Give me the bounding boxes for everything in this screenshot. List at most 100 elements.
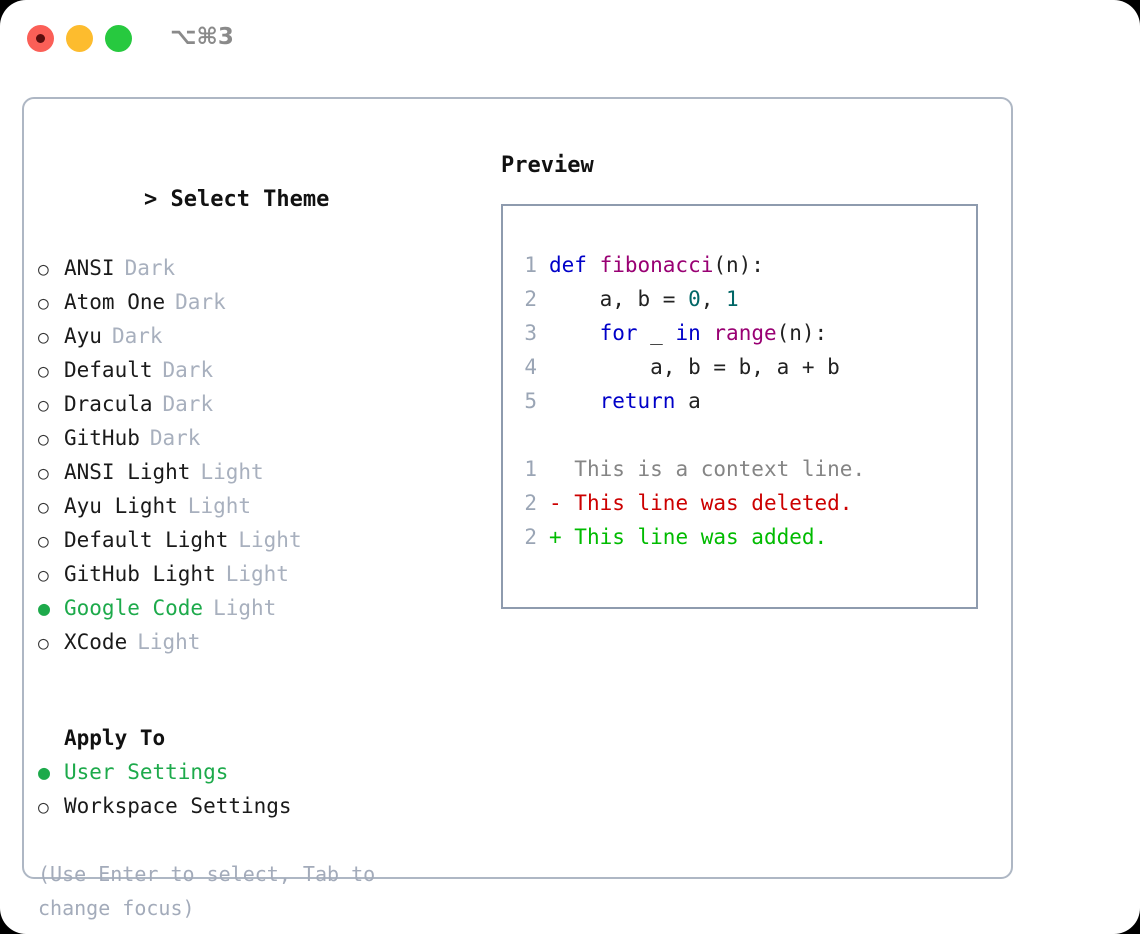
diff-line-text: This is a context line. — [574, 457, 866, 481]
code-token-num: 0 — [688, 287, 701, 311]
diff-line-del: 2- This line was deleted. — [503, 486, 976, 520]
window-controls — [27, 25, 132, 52]
theme-option-kind-badge: Dark — [175, 290, 226, 314]
apply-to-list[interactable]: ● User Settings ○Workspace Settings — [38, 755, 488, 823]
code-diff-separator — [503, 418, 976, 452]
theme-option-label: Atom One — [64, 290, 166, 314]
apply-to-option-workspace-settings[interactable]: ○Workspace Settings — [38, 789, 488, 823]
theme-option-kind-badge: Dark — [124, 256, 176, 280]
theme-option-kind-badge: Light — [225, 562, 289, 586]
code-token-txt: a — [675, 389, 701, 413]
theme-option-label: Default Light — [64, 528, 229, 552]
code-line: 4 a, b = b, a + b — [503, 350, 976, 384]
theme-option-kind-badge: Dark — [111, 324, 163, 348]
code-token-kw: def — [549, 253, 600, 277]
theme-option-label: GitHub — [64, 426, 140, 450]
close-button[interactable] — [27, 25, 54, 52]
code-token-txt — [549, 321, 600, 345]
radio-unselected-icon: ○ — [38, 361, 49, 382]
diff-line-text: This line was added. — [574, 525, 828, 549]
theme-option-label: XCode — [64, 630, 128, 654]
line-number: 1 — [524, 253, 537, 277]
diff-marker: + — [549, 525, 575, 549]
preview-heading: Preview — [501, 153, 594, 178]
diff-marker — [549, 452, 574, 486]
diff-line-ctx: 1 This is a context line. — [503, 452, 976, 486]
theme-option-github[interactable]: ○ GitHub Dark — [38, 421, 488, 455]
keyboard-hint-text: (Use Enter to select, Tab to change focu… — [38, 862, 376, 920]
theme-option-kind-badge: Light — [187, 494, 252, 518]
theme-option-kind-badge: Light — [238, 528, 302, 552]
preview-column: Preview 1 def fibonacci(n): 2 a, b = 0, 1 3… — [501, 149, 1001, 609]
radio-selected-icon: ● — [38, 760, 51, 784]
apply-to-heading: Apply To — [64, 726, 166, 750]
code-line-content: a, b = b, a + b — [549, 350, 840, 384]
line-number: 5 — [524, 389, 537, 413]
title-bar: ⌥⌘3 — [0, 0, 1140, 78]
diff-sample: 1 This is a context line.2- This line wa… — [503, 452, 976, 554]
radio-unselected-icon: ○ — [38, 497, 49, 518]
diff-line-text: This line was deleted. — [574, 491, 853, 515]
minimize-button[interactable] — [66, 25, 93, 52]
line-number: 3 — [524, 321, 537, 345]
theme-option-kind-badge: Light — [213, 596, 277, 620]
apply-to-option-user-settings[interactable]: ● User Settings — [38, 755, 488, 789]
radio-unselected-icon: ○ — [38, 429, 49, 450]
radio-unselected-icon: ○ — [38, 395, 49, 416]
line-number: 2 — [524, 525, 537, 549]
radio-unselected-icon: ○ — [38, 565, 49, 586]
radio-unselected-icon: ○ — [38, 327, 49, 348]
line-number: 1 — [524, 457, 537, 481]
theme-option-label: Google Code — [64, 596, 204, 620]
theme-option-kind-badge: Dark — [162, 358, 214, 382]
radio-unselected-icon: ○ — [38, 797, 49, 818]
code-token-txt: a, b = — [549, 287, 689, 311]
line-number: 2 — [524, 287, 537, 311]
code-line-content: for _ in range(n): — [549, 316, 828, 350]
code-token-pun: , — [700, 287, 727, 311]
theme-option-kind-badge: Light — [137, 630, 201, 654]
code-token-kw: for — [599, 321, 638, 345]
theme-option-kind-badge: Dark — [162, 392, 214, 416]
code-token-kw: return — [599, 389, 676, 413]
line-number: 4 — [524, 355, 537, 379]
code-token-txt — [549, 389, 600, 413]
theme-option-ayu-light[interactable]: ○ Ayu Light Light — [38, 489, 488, 523]
code-token-txt: a, b = b, a + b — [549, 355, 840, 379]
code-token-kw: in — [675, 321, 701, 345]
code-token-txt: _ — [637, 321, 676, 345]
maximize-button[interactable] — [105, 25, 132, 52]
apply-to-option-label: User Settings — [64, 760, 229, 784]
select-theme-heading-label: Select Theme — [170, 187, 330, 212]
theme-option-xcode[interactable]: ○ XCode Light — [38, 625, 488, 659]
code-token-pun: (n): — [713, 253, 764, 277]
code-line-content: def fibonacci(n): — [549, 248, 764, 282]
select-theme-heading: > Select Theme — [38, 149, 488, 251]
theme-option-kind-badge: Light — [200, 460, 264, 484]
preview-box: 1 def fibonacci(n): 2 a, b = 0, 1 3 for _ i… — [501, 204, 978, 609]
prompt-marker-icon: > — [143, 187, 171, 212]
theme-option-default[interactable]: ○ Default Dark — [38, 353, 488, 387]
theme-option-ayu[interactable]: ○ Ayu Dark — [38, 319, 488, 353]
code-line: 3 for _ in range(n): — [503, 316, 976, 350]
radio-unselected-icon: ○ — [38, 633, 49, 654]
code-token-txt — [701, 321, 714, 345]
radio-unselected-icon: ○ — [38, 259, 49, 280]
diff-line-add: 2 + This line was added. — [503, 520, 976, 554]
code-line-content: return a — [549, 384, 701, 418]
theme-option-label: Default — [64, 358, 153, 382]
theme-option-label: Ayu Light — [64, 494, 178, 518]
code-token-fn: fibonacci — [599, 253, 714, 277]
theme-option-kind-badge: Dark — [149, 426, 201, 450]
theme-option-label: Ayu — [64, 324, 102, 348]
